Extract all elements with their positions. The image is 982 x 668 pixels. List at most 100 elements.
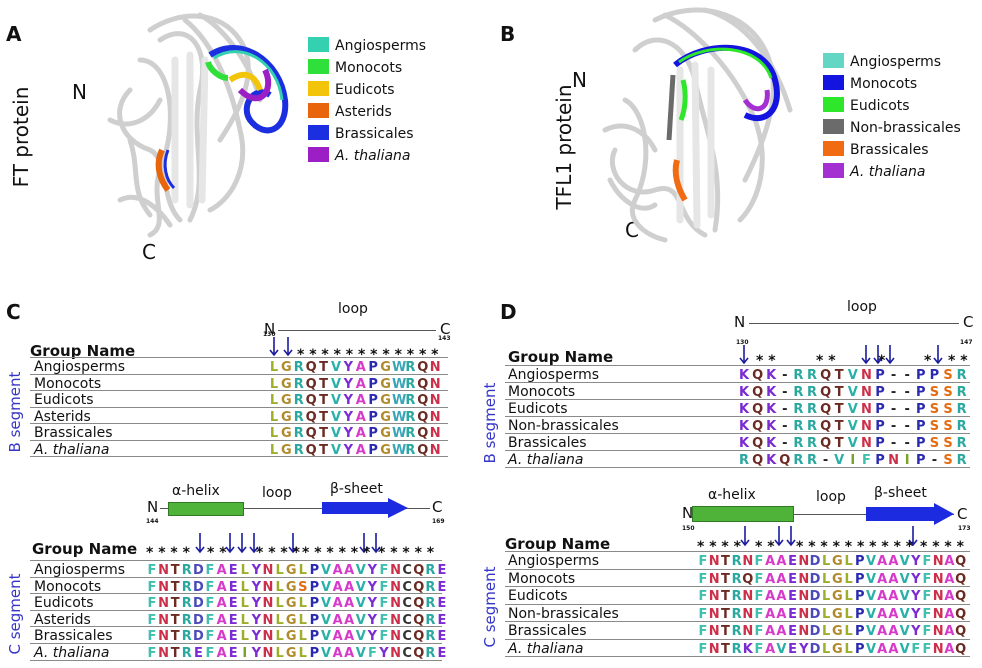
residue: N: [158, 612, 170, 628]
residue: A: [765, 641, 776, 657]
legend-swatch: [308, 37, 329, 52]
residue: N: [708, 554, 720, 569]
residue: -: [904, 385, 910, 400]
residue: N: [860, 402, 872, 417]
residue: G: [285, 596, 297, 612]
residue: Y: [343, 393, 354, 408]
residue: A: [332, 579, 343, 595]
residue: E: [437, 563, 447, 578]
residue: R: [793, 385, 804, 400]
residue: Q: [752, 402, 764, 417]
residue: N: [262, 596, 274, 612]
residue: G: [281, 393, 292, 408]
residue: N: [708, 641, 720, 657]
residue: N: [429, 409, 441, 425]
residue: R: [731, 624, 742, 639]
legend-item: Non-brassicales: [823, 119, 961, 136]
residue: N: [932, 606, 944, 622]
residue: A: [332, 596, 343, 612]
legend-swatch: [308, 81, 329, 96]
residue: L: [275, 612, 284, 628]
residue: V: [330, 393, 342, 408]
residue: -: [782, 385, 788, 400]
row-divider: [30, 456, 448, 457]
residue: P: [855, 554, 865, 569]
row-divider: [30, 373, 448, 375]
residue: -: [931, 453, 938, 468]
residue: T: [319, 409, 329, 425]
residue: Q: [417, 393, 429, 408]
residue: R: [181, 563, 192, 578]
residue: Q: [305, 409, 317, 425]
residue: N: [932, 571, 944, 587]
group-name: Angiosperms: [34, 359, 126, 375]
residue: T: [170, 629, 180, 645]
residue: V: [330, 360, 342, 375]
residue: T: [834, 385, 844, 400]
conservation-stars: *: [924, 353, 932, 369]
residue: V: [320, 612, 332, 628]
residue: C: [402, 563, 412, 578]
residue: S: [943, 436, 953, 451]
residue: A: [877, 571, 888, 587]
start-residue-number: 130: [263, 331, 276, 338]
residue: W: [392, 360, 407, 375]
residue: A: [765, 554, 776, 569]
residue: R: [293, 393, 304, 408]
residue: W: [392, 393, 407, 408]
panel-c-letter: C: [6, 300, 21, 324]
residue: Q: [417, 360, 429, 375]
residue: R: [806, 453, 817, 468]
residue: R: [181, 579, 192, 595]
b-segment-label: B segment: [481, 382, 499, 464]
residue: R: [405, 409, 416, 425]
residue: R: [793, 368, 804, 383]
residue: T: [170, 596, 180, 612]
residue: N: [262, 563, 274, 578]
residue: V: [847, 385, 858, 400]
ft-protein-label: FT protein: [9, 86, 33, 188]
legend-swatch: [823, 119, 844, 134]
alpha-helix-label: α-helix: [708, 487, 756, 503]
conservation-stars: * * * * *: [378, 545, 435, 561]
residue: N: [262, 629, 274, 645]
residue: F: [754, 571, 764, 587]
residue: F: [922, 606, 932, 622]
residue: -: [890, 436, 897, 451]
residue: P: [875, 419, 885, 434]
row-divider: [30, 406, 448, 408]
residue: A: [776, 589, 787, 604]
group-name: Monocots: [508, 570, 576, 587]
residue: Y: [251, 629, 262, 645]
group-name: Angiosperms: [508, 553, 600, 569]
residue: N: [932, 589, 944, 604]
residue: Y: [251, 579, 262, 595]
start-residue-number: 150: [682, 525, 695, 532]
residue: F: [698, 606, 708, 622]
group-name: Brassicales: [34, 425, 113, 441]
residue: R: [956, 368, 967, 383]
residue: P: [309, 612, 320, 628]
legend-swatch: [308, 125, 329, 140]
residue: N: [742, 606, 754, 622]
group-name: Monocots: [34, 375, 102, 392]
residue: N: [708, 624, 720, 639]
residue: L: [240, 579, 249, 595]
residue: K: [738, 402, 750, 417]
residue: G: [380, 376, 391, 392]
residue: D: [809, 589, 821, 604]
residue: N: [798, 554, 810, 569]
residue: Q: [413, 629, 425, 645]
residue: L: [298, 563, 307, 578]
legend-item: Eudicots: [308, 81, 395, 98]
residue: R: [956, 453, 967, 468]
residue: A: [877, 606, 888, 622]
residue: A: [355, 376, 366, 392]
residue: E: [437, 646, 447, 661]
row-divider: [505, 450, 970, 451]
residue: T: [720, 641, 730, 657]
residue: N: [429, 360, 441, 375]
residue: V: [865, 554, 877, 569]
residue: V: [330, 376, 342, 392]
residue: Y: [343, 409, 354, 425]
